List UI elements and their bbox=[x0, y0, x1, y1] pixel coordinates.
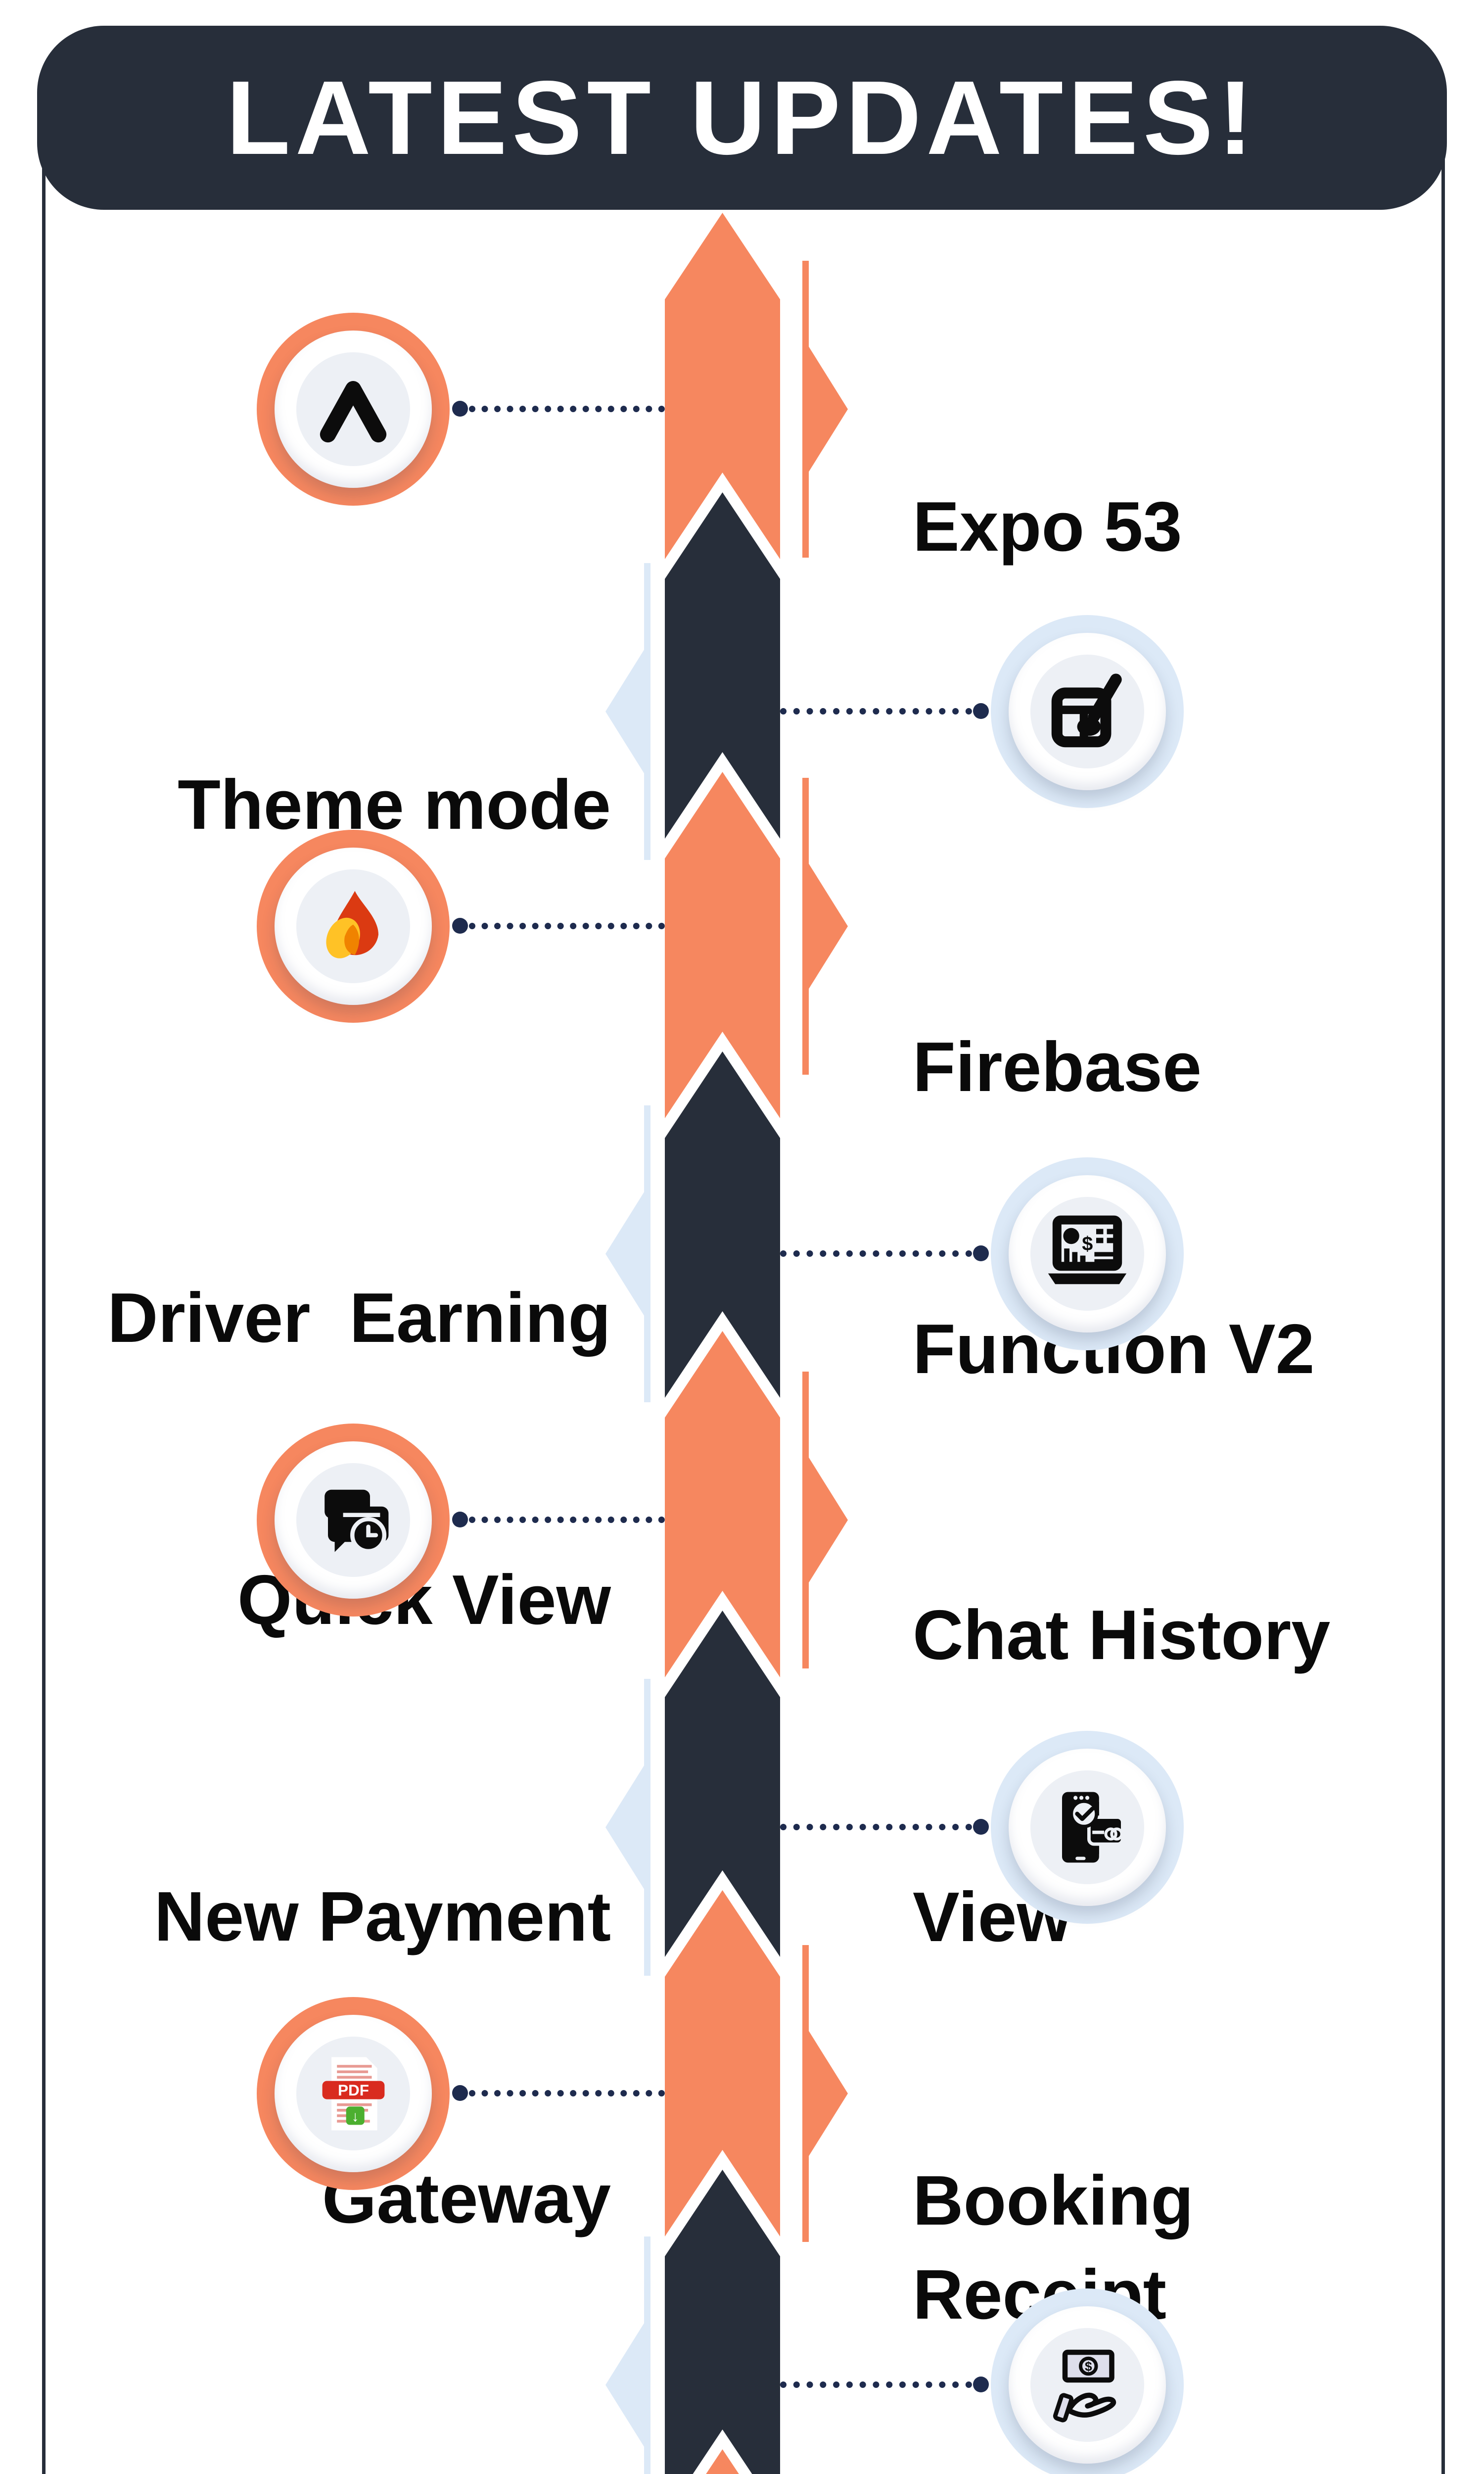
page-title: LATEST UPDATES! bbox=[226, 59, 1258, 176]
driver-earning-dashboard-icon: $ bbox=[1048, 1215, 1127, 1285]
label-line: Booking Receipt bbox=[913, 2161, 1213, 2334]
earning-icon-badge: $ bbox=[991, 1157, 1184, 1350]
badge-inner bbox=[1030, 1770, 1144, 1884]
blue-arrow-left-icon bbox=[605, 2322, 645, 2448]
tips-money-hand-icon: $ bbox=[1053, 2349, 1116, 2423]
pdf-icon-badge: PDF ↓ bbox=[257, 1997, 450, 2190]
badge-inner: $ bbox=[1030, 2328, 1144, 2442]
chat-history-clock-icon bbox=[325, 1489, 389, 1554]
label-line: Driver Earning bbox=[107, 1279, 611, 1357]
orange-arrow-right-icon bbox=[808, 863, 848, 990]
dotted-connector bbox=[780, 2377, 989, 2392]
badge-inner bbox=[296, 1463, 410, 1577]
item-label: Expo 53 bbox=[913, 292, 1437, 762]
dotted-connector bbox=[452, 918, 665, 934]
pdf-download-icon: PDF ↓ bbox=[322, 2057, 384, 2130]
expo-caret-icon bbox=[320, 381, 387, 443]
header-banner: LATEST UPDATES! bbox=[37, 26, 1447, 210]
dotted-connector bbox=[452, 401, 665, 417]
dotted-connector bbox=[780, 1819, 989, 1835]
svg-text:$: $ bbox=[1082, 1233, 1093, 1255]
tips-icon-badge: $ bbox=[991, 2288, 1184, 2474]
blue-marker-line bbox=[644, 563, 650, 860]
theme-icon-badge bbox=[991, 615, 1184, 808]
orange-marker-line bbox=[802, 261, 809, 558]
firebase-icon-badge bbox=[257, 830, 450, 1023]
item-label: Tips to Driver bbox=[69, 2287, 611, 2474]
blue-marker-line bbox=[644, 1105, 650, 1402]
dotted-connector bbox=[452, 1512, 665, 1527]
expo-icon-badge bbox=[257, 313, 450, 506]
item-label: Chat History View bbox=[913, 1400, 1437, 2152]
badge-inner bbox=[1030, 655, 1144, 768]
dotted-connector bbox=[452, 2085, 665, 2101]
payment-gateway-mobile-icon bbox=[1062, 1792, 1124, 1863]
svg-text:PDF: PDF bbox=[338, 2082, 369, 2099]
orange-marker-line bbox=[802, 778, 809, 1075]
orange-arrow-right-icon bbox=[808, 1457, 848, 1583]
item-label: New Payment Gateway bbox=[69, 1682, 611, 2434]
orange-marker-line bbox=[802, 1372, 809, 1668]
chat-icon-badge bbox=[257, 1424, 450, 1617]
blue-arrow-left-icon bbox=[605, 1764, 645, 1891]
dotted-connector bbox=[780, 1245, 989, 1261]
badge-inner: $ bbox=[1030, 1197, 1144, 1311]
item-label: Booking Receipt Pdf Download bbox=[913, 1966, 1437, 2474]
theme-design-icon bbox=[1051, 673, 1122, 748]
item-label: Firebase Function V2 bbox=[913, 832, 1437, 1584]
badge-inner bbox=[296, 869, 410, 983]
orange-marker-line bbox=[802, 1945, 809, 2242]
blue-marker-line bbox=[644, 1679, 650, 1976]
blue-arrow-left-icon bbox=[605, 1190, 645, 1317]
svg-text:↓: ↓ bbox=[351, 2108, 359, 2125]
orange-arrow-right-icon bbox=[808, 2030, 848, 2157]
dotted-connector bbox=[780, 703, 989, 719]
badge-inner: PDF ↓ bbox=[296, 2037, 410, 2150]
label-line: New Payment bbox=[154, 1877, 611, 1956]
label-line: Firebase bbox=[913, 1028, 1202, 1106]
blue-marker-line bbox=[644, 2236, 650, 2474]
orange-arrow-right-icon bbox=[808, 346, 848, 473]
payment-icon-badge bbox=[991, 1731, 1184, 1924]
label-line: Chat History bbox=[913, 1596, 1331, 1674]
blue-arrow-left-icon bbox=[605, 648, 645, 775]
badge-inner bbox=[296, 352, 410, 466]
firebase-flame-icon bbox=[326, 891, 378, 958]
svg-text:$: $ bbox=[1084, 2359, 1092, 2374]
label-line: Expo 53 bbox=[913, 487, 1182, 566]
